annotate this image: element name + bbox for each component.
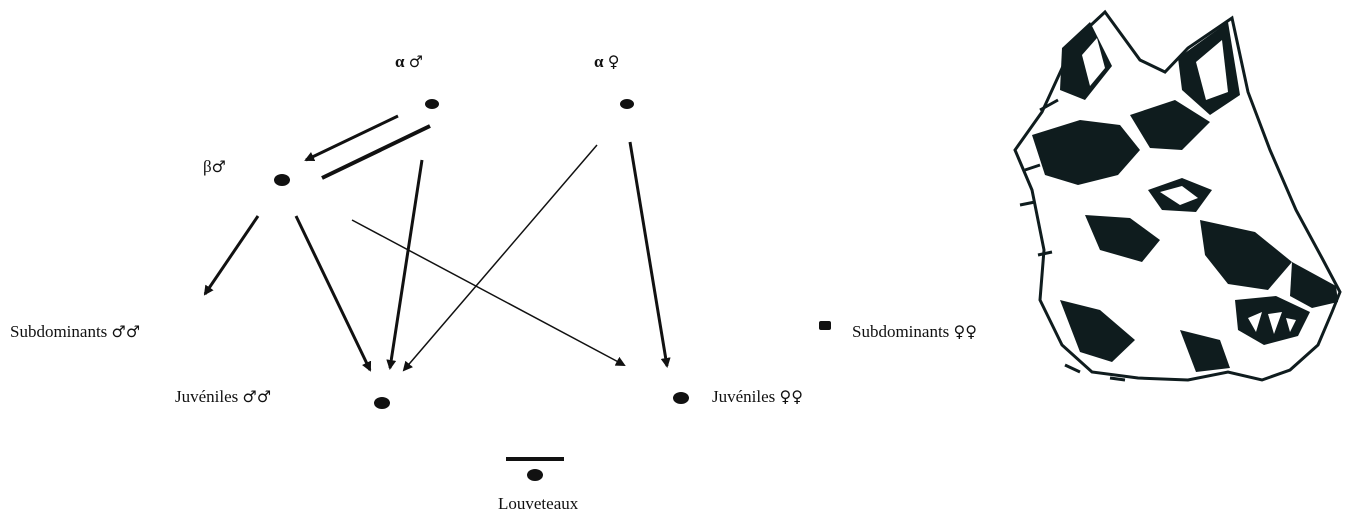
juvenile-females-text: Juvéniles (712, 387, 776, 406)
male-symbol-icon: ♂ (408, 52, 424, 71)
node-alpha-male (425, 99, 439, 109)
node-alpha-female (620, 99, 634, 109)
label-cubs: Louveteaux (498, 494, 578, 514)
label-subdominant-males: Subdominants ♂♂ (10, 322, 140, 342)
arrow-alpha-female-to-juvenile-males (402, 144, 598, 372)
arrow-beta-male-to-juvenile-males (294, 215, 372, 372)
label-juvenile-females: Juvéniles ♀♀ (712, 387, 803, 407)
female-pair-symbol-icon: ♀♀ (953, 322, 977, 341)
male-pair-symbol-icon: ♂♂ (111, 322, 141, 341)
label-beta-male: β♂ (203, 157, 226, 177)
arrow-beta-male-to-juvenile-females (351, 219, 626, 366)
node-juvenile-females (673, 392, 689, 404)
label-alpha-male: α ♂ (395, 52, 423, 72)
wolf-head-icon (1013, 9, 1342, 382)
label-juvenile-males: Juvéniles ♂♂ (175, 387, 271, 407)
arrow-alpha-male-to-beta-male (304, 114, 399, 162)
female-symbol-icon: ♀ (607, 52, 620, 71)
alpha-male-letter: α (395, 52, 405, 71)
female-pair-symbol-icon: ♀♀ (779, 387, 803, 406)
node-subdominant-females (819, 321, 831, 330)
edges (203, 114, 671, 372)
subdominant-males-text: Subdominants (10, 322, 108, 341)
parallel-bar (321, 124, 431, 180)
label-alpha-female: α ♀ (594, 52, 619, 72)
male-symbol-icon: ♂ (211, 157, 226, 176)
subdominant-females-text: Subdominants (852, 322, 950, 341)
beta-male-letter: β (203, 157, 212, 176)
label-subdominant-females: Subdominants ♀♀ (852, 322, 977, 342)
male-pair-symbol-icon: ♂♂ (242, 387, 272, 406)
node-juvenile-males (374, 397, 390, 409)
cubs-text: Louveteaux (498, 494, 579, 513)
node-cubs (527, 469, 543, 481)
juvenile-males-text: Juvéniles (175, 387, 239, 406)
arrow-beta-male-to-subdominant-males (203, 215, 260, 296)
arrow-alpha-female-to-juvenile-females (628, 141, 671, 368)
node-beta-male (274, 174, 290, 186)
arrow-alpha-male-to-juvenile-males (386, 159, 424, 370)
alpha-female-letter: α (594, 52, 604, 71)
